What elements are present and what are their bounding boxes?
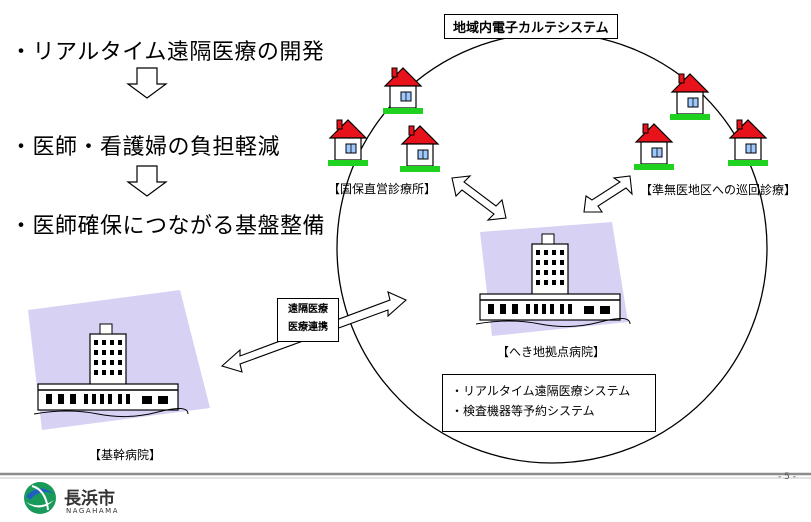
house-icon — [633, 123, 675, 171]
house-icon — [327, 119, 369, 167]
flow-item-3: ・医師確保につながる基盤整備 — [10, 214, 326, 239]
label-clinic: 【国保直営診療所】 — [328, 182, 437, 196]
label-core-hospital: 【基幹病院】 — [89, 448, 162, 462]
telemed-box: 遠隔医療 医療連携 — [277, 298, 339, 342]
flow-item-2: ・医師・看護婦の負担軽減 — [10, 135, 281, 160]
systems-line-2: ・検査機器等予約システム — [451, 404, 595, 418]
page-number: - 5 - — [778, 472, 796, 482]
label-rounds: 【準無医地区への巡回診療】 — [640, 183, 797, 197]
down-arrow-icon — [126, 165, 168, 197]
double-arrow-icon — [583, 175, 633, 213]
double-arrow-icon — [451, 175, 507, 221]
house-icon — [669, 73, 711, 121]
systems-line-1: ・リアルタイム遠隔医療システム — [451, 384, 631, 398]
label-base-hospital: 【へき地拠点病院】 — [497, 345, 606, 359]
system-title-text: 地域内電子カルテシステム — [453, 21, 609, 36]
telemed-line-2: 医療連携 — [288, 322, 328, 333]
systems-box: ・リアルタイム遠隔医療システム ・検査機器等予約システム — [442, 374, 656, 432]
house-icon — [727, 119, 769, 167]
telemed-line-1: 遠隔医療 — [288, 304, 328, 315]
system-title: 地域内電子カルテシステム — [444, 14, 618, 39]
nagahama-logo-icon — [24, 482, 56, 514]
house-icon — [399, 125, 441, 173]
logo-roman: NAGAHAMA — [66, 507, 119, 515]
down-arrow-icon — [126, 67, 168, 99]
flow-item-1: ・リアルタイム遠隔医療の開発 — [10, 40, 325, 65]
logo-kanji: 長浜市 — [64, 489, 115, 509]
